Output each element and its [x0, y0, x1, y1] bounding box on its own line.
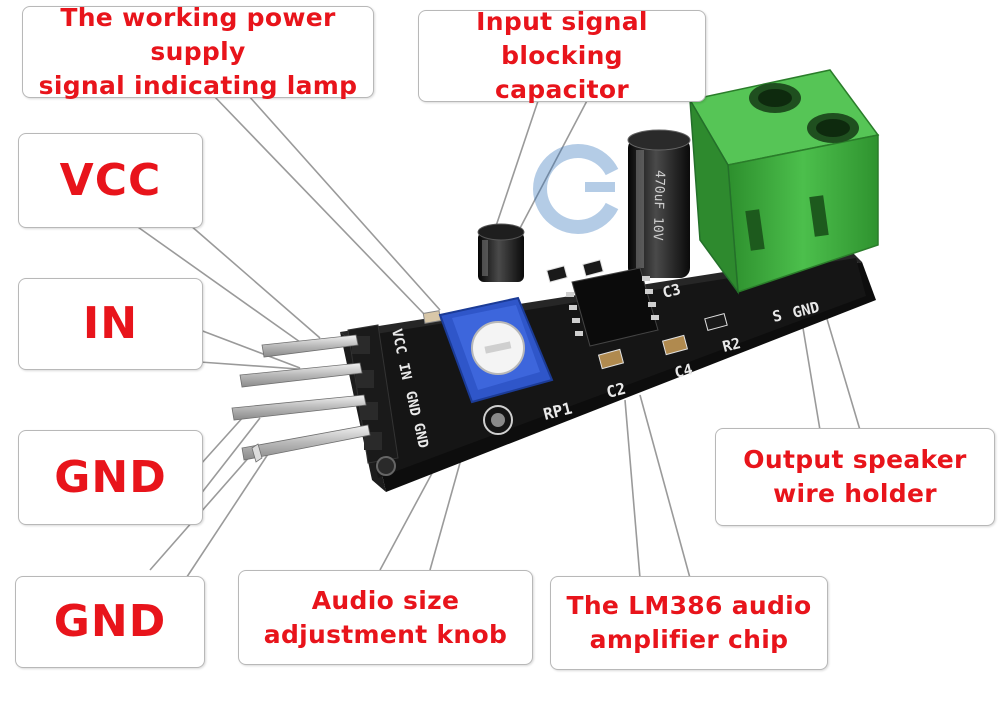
svg-text:S: S [771, 306, 784, 326]
blocking-capacitor [477, 223, 525, 282]
pin-in [239, 362, 363, 388]
callout-lm386-line2: amplifier chip [589, 625, 789, 654]
callout-in: IN [18, 278, 203, 370]
svg-text:IN: IN [395, 362, 414, 382]
terminal-block [688, 69, 880, 295]
callout-vcc: VCC [18, 133, 203, 228]
svg-text:VCC: VCC [388, 328, 409, 356]
silkscreen-component-labels: RP1 C2 C3 C4 R2 S GND [541, 280, 821, 424]
output-capacitor: 470uF 10V [627, 129, 691, 278]
callout-gnd-2: GND [15, 576, 205, 668]
mounting-hole [376, 456, 396, 476]
svg-text:C2: C2 [604, 379, 627, 402]
smd-components [546, 259, 728, 370]
callout-output-holder-line2: wire holder [773, 479, 937, 508]
callout-audio-knob: Audio size adjustment knob [238, 570, 533, 665]
callout-power-lamp-line2: signal indicating lamp [38, 71, 358, 100]
watermark-logo [533, 144, 619, 234]
callout-lm386-line1: The LM386 audio [566, 591, 812, 620]
pin-gnd-2 [241, 424, 371, 461]
pin-gnd-1 [231, 394, 367, 421]
callout-blocking-capacitor-line2: capacitor [495, 75, 629, 104]
callout-vcc-label: VCC [59, 154, 162, 206]
pin-vcc [261, 334, 359, 358]
silkscreen-pin-labels: VCC IN GND GND [388, 328, 431, 450]
callout-power-lamp: The working power supply signal indicati… [22, 3, 374, 100]
svg-text:R2: R2 [721, 334, 743, 356]
callout-lm386: The LM386 audio amplifier chip [550, 576, 828, 670]
callout-blocking-capacitor: Input signal blocking capacitor [418, 7, 706, 104]
pin-header [347, 324, 399, 464]
lm386-chip [566, 267, 659, 347]
callout-audio-knob-line2: adjustment knob [263, 619, 508, 649]
callout-gnd-2-label: GND [53, 596, 167, 647]
callout-output-holder-line1: Output speaker [743, 445, 967, 474]
potentiometer [438, 296, 554, 435]
header-pins [231, 334, 371, 463]
callout-audio-knob-line1: Audio size [311, 585, 460, 615]
svg-text:470uF 10V: 470uF 10V [650, 170, 667, 241]
callout-blocking-capacitor-line1: Input signal blocking [476, 7, 648, 70]
callout-gnd-1-label: GND [54, 451, 167, 503]
callout-output-holder: Output speaker wire holder [715, 428, 995, 526]
svg-text:GND: GND [402, 390, 423, 418]
svg-text:GND: GND [410, 422, 431, 450]
svg-text:C3: C3 [661, 280, 683, 302]
callout-gnd-1: GND [18, 430, 203, 525]
callout-power-lamp-line1: The working power supply [60, 3, 336, 66]
svg-text:C4: C4 [673, 360, 695, 382]
callout-in-label: IN [82, 298, 139, 349]
power-led [422, 310, 442, 324]
